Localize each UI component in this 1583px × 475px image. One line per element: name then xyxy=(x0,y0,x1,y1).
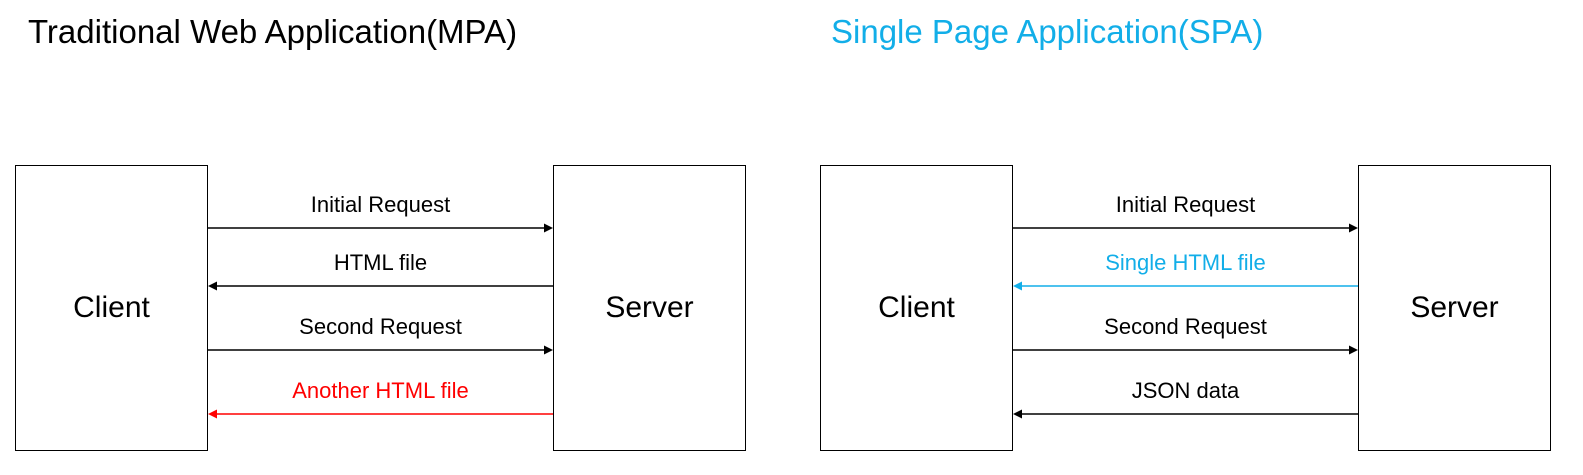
mpa-flow-1-arrow xyxy=(208,223,553,233)
mpa-title: Traditional Web Application(MPA) xyxy=(28,13,518,50)
mpa-flow-3-arrowhead xyxy=(544,345,553,355)
mpa-flow-4: Another HTML file xyxy=(208,378,553,438)
spa-flow-3-arrowhead xyxy=(1349,345,1358,355)
mpa-flow-2-arrowhead xyxy=(208,281,217,291)
spa-flow-3-label: Second Request xyxy=(1104,314,1267,339)
mpa-flow-4-label: Another HTML file xyxy=(292,378,469,403)
spa-title: Single Page Application(SPA) xyxy=(831,13,1264,50)
mpa-flow-2: HTML file xyxy=(208,250,553,310)
spa-flow-1: Initial Request xyxy=(1013,192,1358,252)
mpa-flow-1-arrowhead xyxy=(544,223,553,233)
mpa-flow-3-arrow xyxy=(208,345,553,355)
spa-flow-4: JSON data xyxy=(1013,378,1358,438)
spa-client-label: Client xyxy=(878,291,955,324)
spa-flow-1-label: Initial Request xyxy=(1115,192,1256,217)
mpa-panel: Traditional Web Application(MPA) Client … xyxy=(0,0,791,475)
spa-flow-2-arrow xyxy=(1013,281,1358,291)
spa-flow-2: Single HTML file xyxy=(1013,250,1358,310)
spa-flow-4-arrowhead xyxy=(1013,409,1022,419)
spa-server-box: Server xyxy=(1358,165,1551,451)
mpa-flow-2-arrow xyxy=(208,281,553,291)
spa-flow-4-label: JSON data xyxy=(1131,378,1240,403)
spa-flow-2-arrowhead xyxy=(1013,281,1022,291)
spa-client-box: Client xyxy=(820,165,1013,451)
spa-flow-3-arrow xyxy=(1013,345,1358,355)
spa-flow-1-arrowhead xyxy=(1349,223,1358,233)
mpa-flow-4-arrow xyxy=(208,409,553,419)
mpa-server-box: Server xyxy=(553,165,746,451)
spa-flow-2-label: Single HTML file xyxy=(1105,250,1266,275)
mpa-client-label: Client xyxy=(73,291,150,324)
spa-flow-3: Second Request xyxy=(1013,314,1358,374)
mpa-flow-1: Initial Request xyxy=(208,192,553,252)
mpa-server-label: Server xyxy=(605,291,694,324)
mpa-flow-4-arrowhead xyxy=(208,409,217,419)
mpa-flow-3: Second Request xyxy=(208,314,553,374)
mpa-client-box: Client xyxy=(15,165,208,451)
mpa-flow-3-label: Second Request xyxy=(299,314,462,339)
spa-flow-1-arrow xyxy=(1013,223,1358,233)
spa-panel: Single Page Application(SPA) Client Serv… xyxy=(805,0,1583,475)
spa-server-label: Server xyxy=(1410,291,1499,324)
spa-flow-4-arrow xyxy=(1013,409,1358,419)
mpa-flow-1-label: Initial Request xyxy=(310,192,451,217)
mpa-flow-2-label: HTML file xyxy=(333,250,428,275)
